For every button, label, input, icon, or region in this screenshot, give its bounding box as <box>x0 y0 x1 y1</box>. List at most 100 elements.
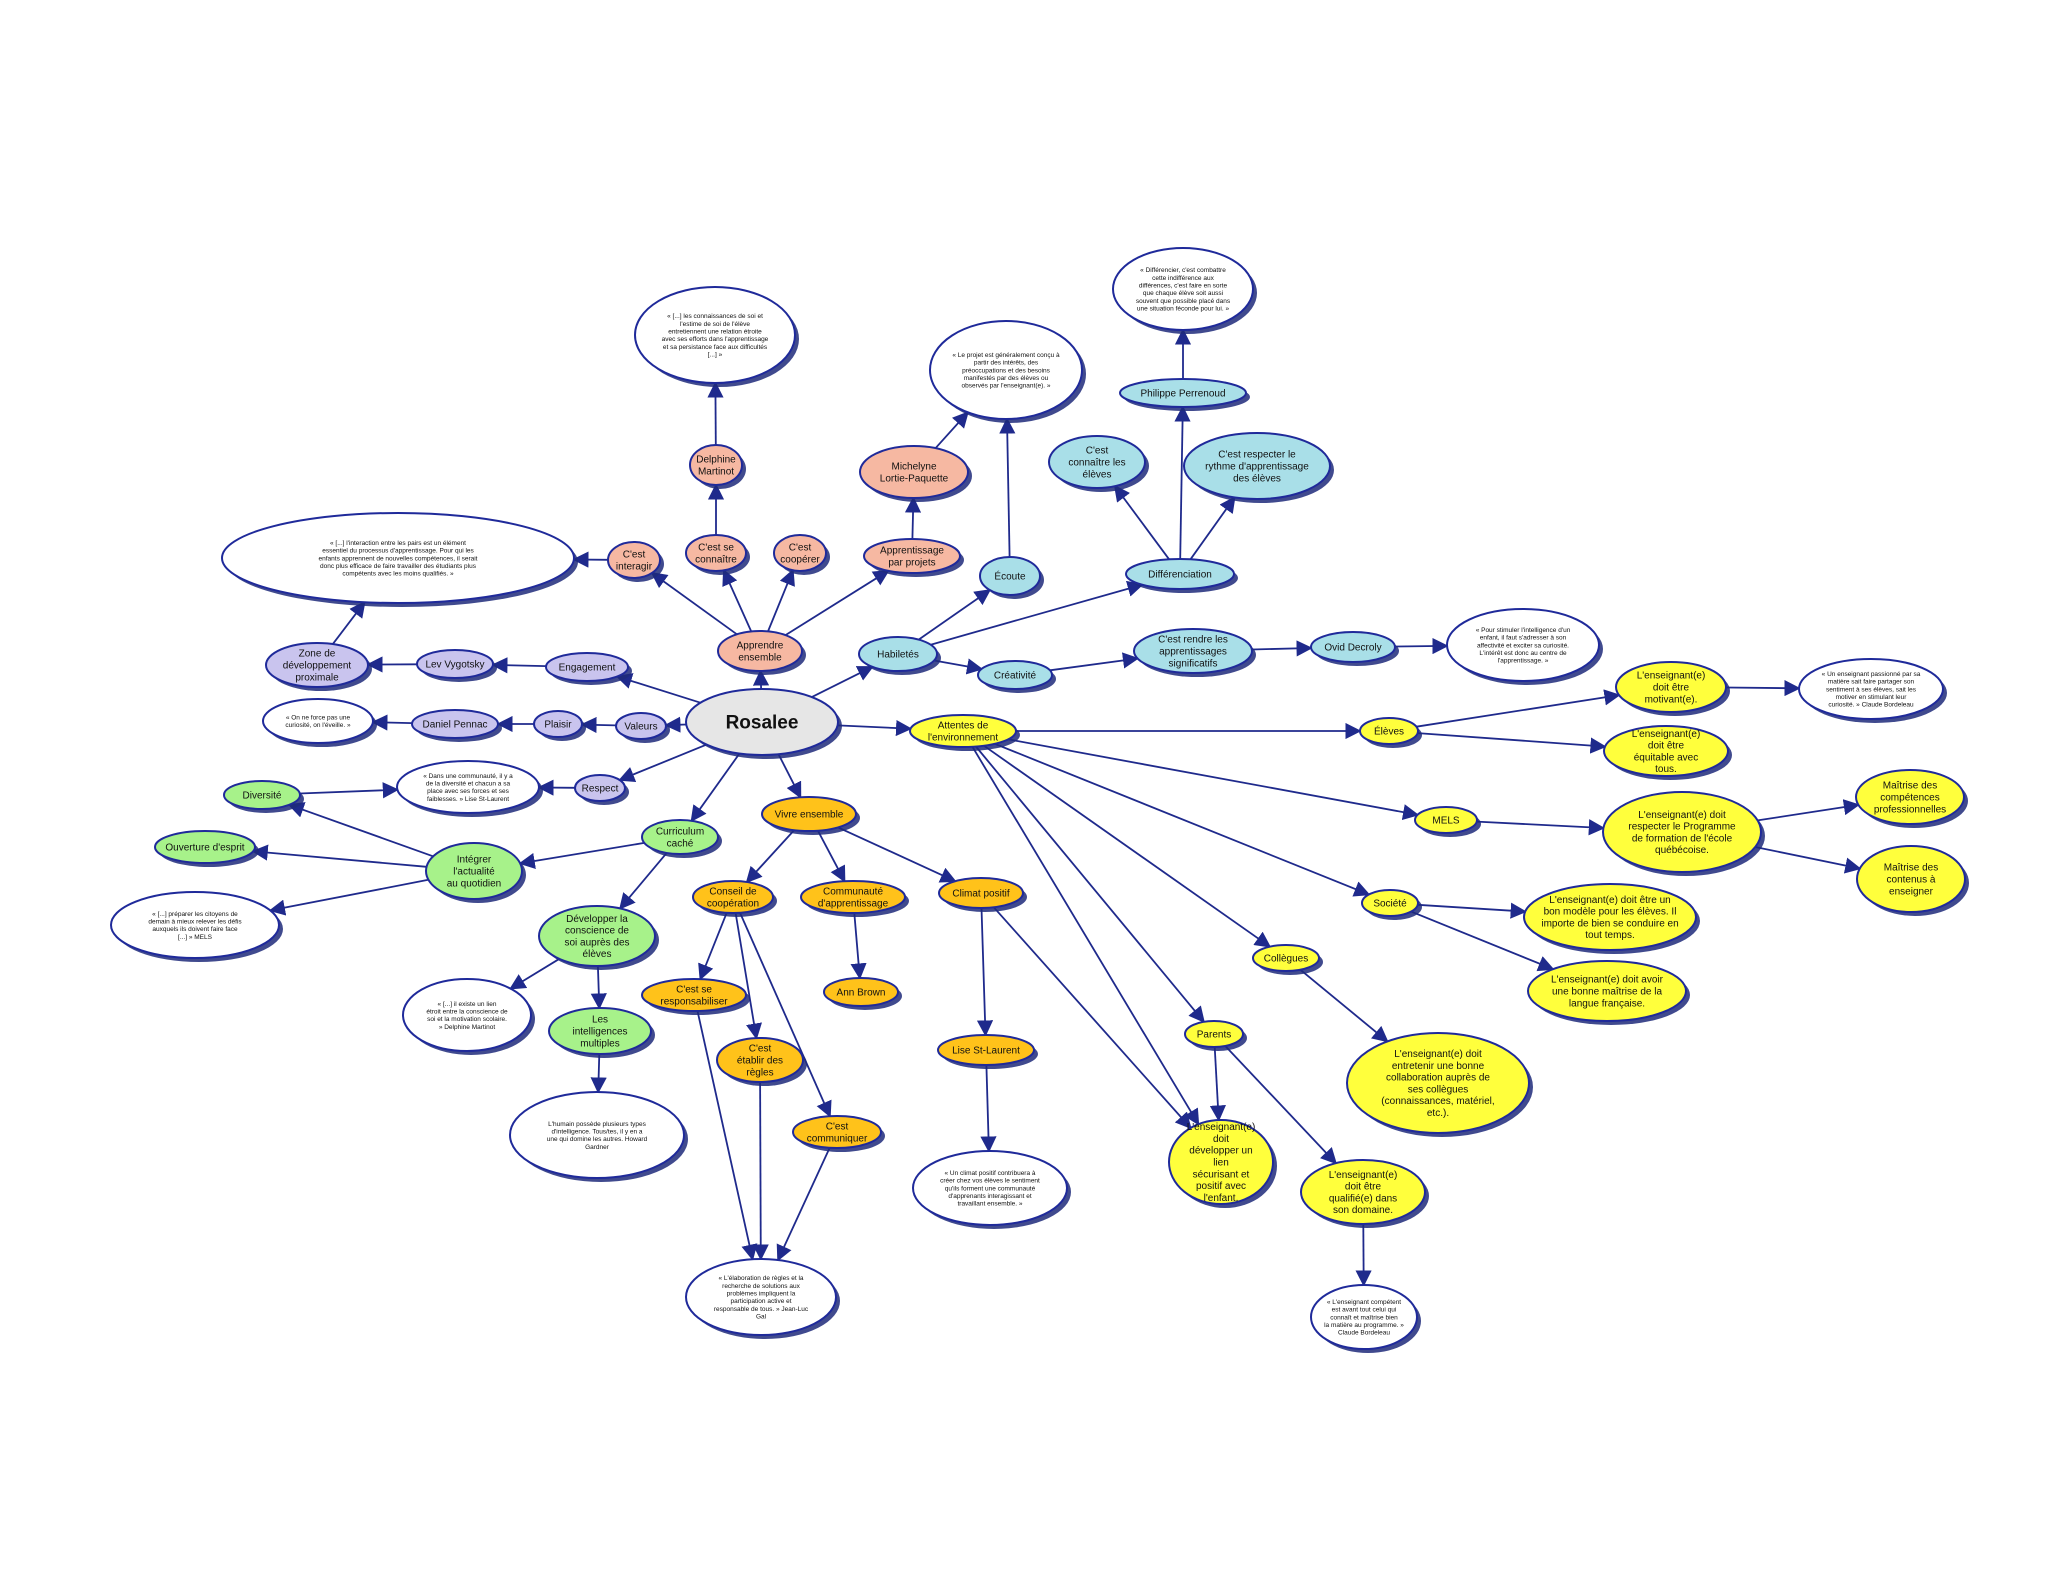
edge-curriculum-cache-to-integrer-actualite <box>518 842 645 870</box>
node-label-creativite: Créativité <box>994 671 1037 682</box>
node-bubble <box>574 774 626 802</box>
node-bubble <box>1798 658 1944 720</box>
node-bubble <box>509 1091 685 1179</box>
edge-attentes-environnement-to-collegues <box>983 744 1272 948</box>
edge-societe-to-bon-modele <box>1417 902 1527 919</box>
node-label-societe: Société <box>1373 899 1407 910</box>
edge-integrer-actualite-to-diversite <box>287 802 434 858</box>
edge-c-est-etablir-regles-to-quote-gal <box>752 1081 769 1261</box>
node-bubble <box>717 630 803 672</box>
node-bubble <box>396 760 540 814</box>
node-label-valeurs: Valeurs <box>624 722 657 733</box>
edge-integrer-actualite-to-ouverture-esprit <box>251 844 427 868</box>
node-parents: Parents <box>1184 1020 1247 1051</box>
node-bubble <box>634 286 796 384</box>
node-bubble <box>685 688 839 756</box>
node-bubble <box>154 830 256 864</box>
node-bubble <box>641 978 747 1012</box>
edge-rosalee-to-vivre-ensemble <box>777 753 802 799</box>
node-label-diversite: Diversité <box>243 791 282 802</box>
node-label-daniel-pennac: Daniel Pennac <box>422 720 487 731</box>
edge-habiletes-to-differenciation <box>930 580 1144 646</box>
node-bubble <box>545 652 629 682</box>
node-bubble <box>1310 631 1396 663</box>
edge-respecter-programme-to-maitrise-contenus <box>1755 846 1862 874</box>
edge-collegues-to-bonne-collaboration <box>1299 969 1389 1043</box>
node-label-engagement: Engagement <box>559 663 616 674</box>
edge-attentes-environnement-to-societe <box>994 742 1371 897</box>
node-bubble <box>716 1037 804 1083</box>
node-label-vivre-ensemble: Vivre ensemble <box>775 810 844 821</box>
node-label-philippe-perrenoud: Philippe Perrenoud <box>1140 389 1225 400</box>
node-bubble <box>1112 247 1254 331</box>
edge-apprendre-ensemble-to-c-est-cooperer <box>767 568 795 632</box>
node-lise-st-laurent: Lise St-Laurent <box>937 1034 1038 1069</box>
edge-climat-positif-to-lise-st-laurent <box>976 907 994 1037</box>
edge-valeurs-to-plaisir <box>580 716 617 734</box>
edge-parents-to-lien-securisant <box>1209 1046 1226 1122</box>
node-ecoute: Écoute <box>979 556 1044 599</box>
node-bubble <box>859 445 969 499</box>
node-respect: Respect <box>574 774 629 805</box>
edge-michelyne-lortie-paquette-to-quote-lortie-paquette <box>934 411 969 449</box>
node-ouverture-esprit: Ouverture d'esprit <box>154 830 259 867</box>
node-label-ann-brown: Ann Brown <box>837 988 886 999</box>
node-bubble <box>689 444 743 486</box>
edge-eleves-to-enseignant-motivant <box>1416 689 1621 728</box>
node-mels: MELS <box>1414 806 1481 837</box>
node-bubble <box>1125 558 1235 590</box>
edge-rosalee-to-curriculum-cache <box>690 752 741 823</box>
node-bubble <box>1183 432 1331 500</box>
edge-lise-st-laurent-to-quote-st-laurent <box>980 1064 997 1153</box>
node-ovid-decroly: Ovid Decroly <box>1310 631 1399 666</box>
node-label-ovid-decroly: Ovid Decroly <box>1324 643 1381 654</box>
node-bubble <box>858 636 938 672</box>
node-collegues: Collègues <box>1252 944 1323 975</box>
node-bubble <box>761 796 857 832</box>
node-bubble <box>1300 1159 1426 1225</box>
edge-respecter-programme-to-maitrise-competences <box>1757 799 1861 822</box>
node-label-differenciation: Différenciation <box>1148 570 1212 581</box>
node-bubble <box>1603 725 1729 777</box>
node-bubble <box>416 649 494 679</box>
node-climat-positif: Climat positif <box>938 877 1027 912</box>
edge-c-est-se-responsabiliser-to-quote-gal <box>696 1010 758 1261</box>
edge-attentes-environnement-to-mels <box>1008 738 1420 821</box>
node-bubble <box>110 891 280 959</box>
node-bubble <box>1414 806 1478 834</box>
node-daniel-pennac: Daniel Pennac <box>411 709 502 742</box>
edge-societe-to-maitrise-langue <box>1410 910 1555 972</box>
